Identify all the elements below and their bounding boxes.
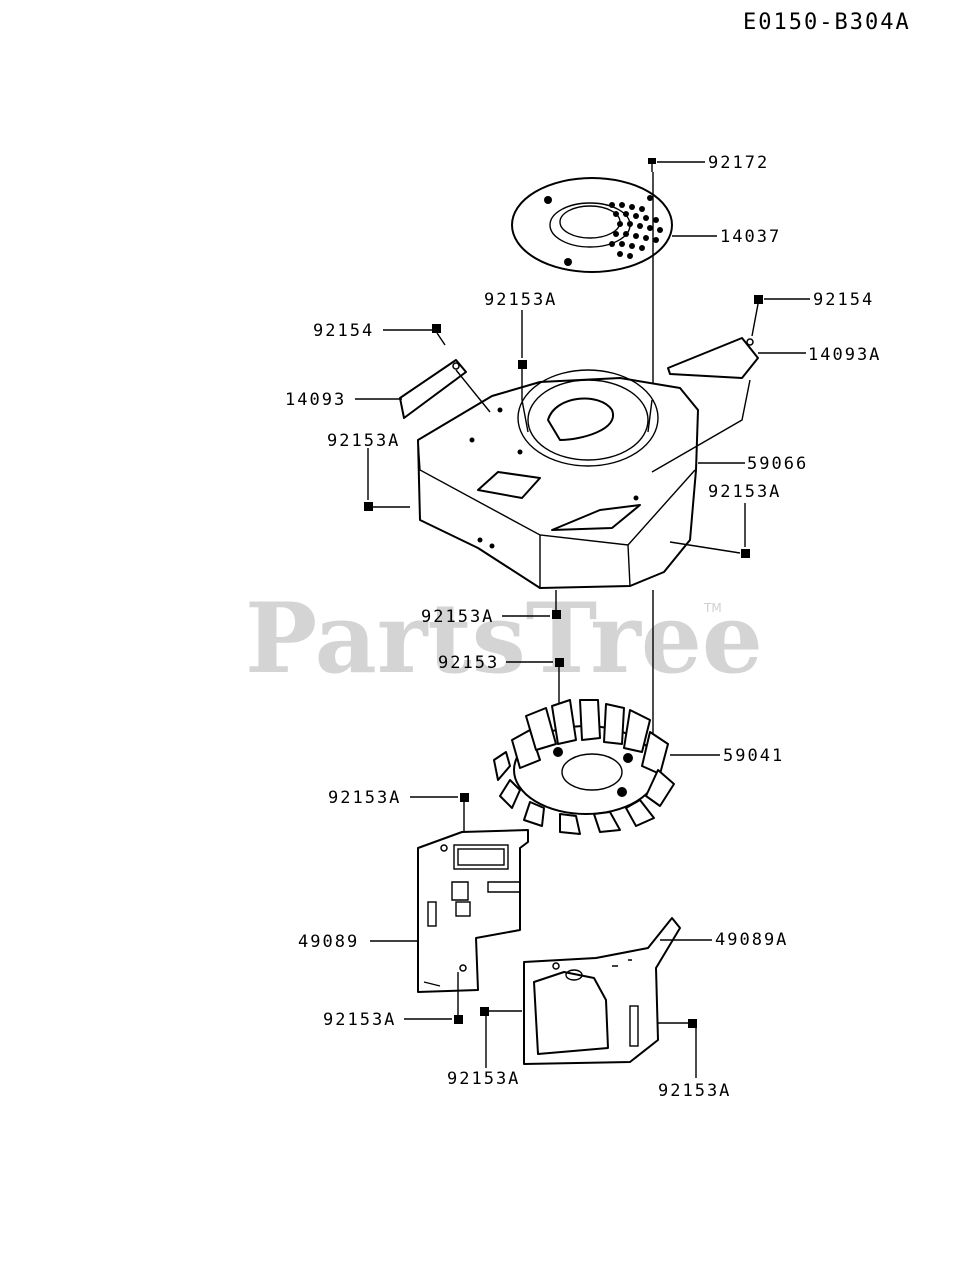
callout-59066[interactable]: 59066 [747,454,808,474]
cover-plate-49089A[interactable] [523,917,681,1065]
bolt-92153A-right[interactable] [669,541,750,558]
callout-49089A[interactable]: 49089A [715,930,788,950]
callout-14093A[interactable]: 14093A [808,345,881,365]
bolt-92153A-left[interactable] [364,502,410,511]
callout-92154-left[interactable]: 92154 [313,321,374,341]
callout-92153A-lower[interactable]: 92153A [323,1010,396,1030]
watermark-text: PartsTree [245,582,763,695]
callout-59041[interactable]: 59041 [723,746,784,766]
callout-49089[interactable]: 49089 [298,932,359,952]
bolt-92153A-center[interactable] [552,590,561,619]
bolt-92153A-bottom-right[interactable] [658,1019,697,1028]
callout-92153[interactable]: 92153 [438,653,499,673]
callout-92153A-bottom-mid[interactable]: 92153A [447,1069,520,1089]
watermark-trademark: TM [703,601,722,615]
callout-92153A-top[interactable]: 92153A [484,290,557,310]
callout-92154-right[interactable]: 92154 [813,290,874,310]
bolt-92153A-lower[interactable] [454,972,463,1024]
callout-92172[interactable]: 92172 [708,153,769,173]
bolt-92153A-top[interactable] [518,360,527,400]
bolt-92153A-bottom-mid[interactable] [480,1007,522,1016]
cover-plate-49089[interactable] [417,829,529,993]
callout-92153A-plate[interactable]: 92153A [328,788,401,808]
diagram-code: E0150-B304A [743,10,911,35]
baffle-14093[interactable] [399,359,467,419]
bolt-92154-right[interactable] [751,295,763,337]
callout-14093[interactable]: 14093 [285,390,346,410]
bolt-92154-left[interactable] [432,324,446,346]
fan-housing-59066[interactable] [417,369,699,589]
flywheel-59041[interactable] [493,699,675,835]
bolt-92172[interactable] [648,158,656,172]
screen-plate-14037[interactable] [511,177,673,273]
callout-92153A-right[interactable]: 92153A [708,482,781,502]
baffle-14093A[interactable] [667,337,759,379]
callout-14037[interactable]: 14037 [720,227,781,247]
callout-92153A-left[interactable]: 92153A [327,431,400,451]
callout-92153A-bottom-right[interactable]: 92153A [658,1081,731,1101]
callout-92153A-center[interactable]: 92153A [421,607,494,627]
